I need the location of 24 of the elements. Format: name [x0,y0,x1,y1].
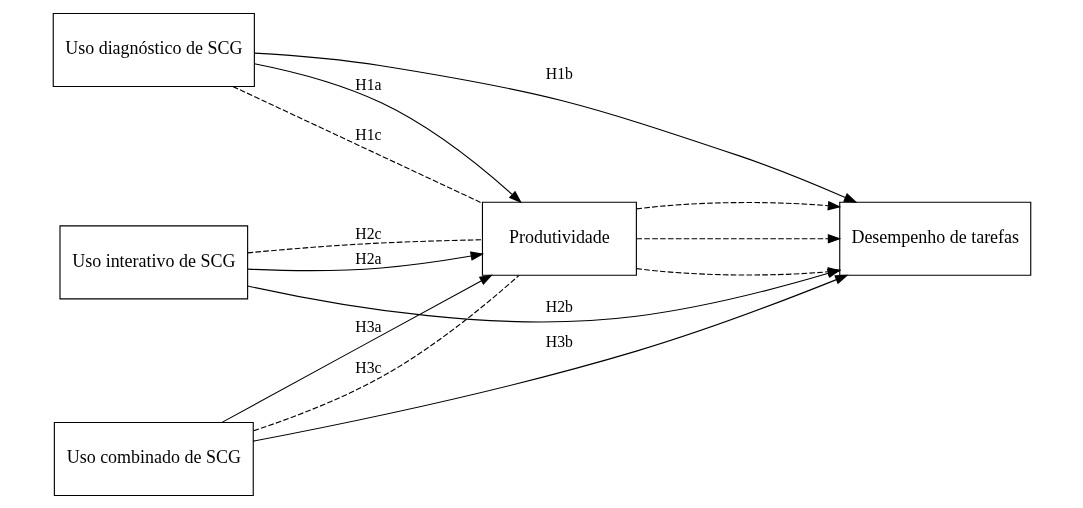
edge-label: H1a [354,75,382,93]
connector [252,274,520,431]
arrow [635,233,841,243]
edge-label: H2c [354,224,382,242]
arrow [253,62,522,203]
node-box: Uso interativo de SCG [58,224,248,299]
node-box: Produtividade [481,201,637,276]
edge-label: H2a [354,249,382,267]
node-box: Uso diagnóstico de SCG [52,12,255,87]
edge-label: H1b [545,64,573,82]
arrow [247,250,484,271]
arrow [635,200,841,210]
edge-label: H3a [354,317,382,335]
arrow [220,273,493,423]
arrow [253,52,857,203]
node-box: Desempenho de tarefas [838,201,1031,276]
edge-label: H3b [545,332,573,350]
edge-label: H3c [354,358,382,376]
connector [232,85,483,204]
connector [246,238,483,253]
node-box: Uso combinado de SCG [53,421,254,496]
edge-label: H2b [545,297,573,315]
arrow [252,274,849,442]
edge-label: H1c [354,125,382,143]
